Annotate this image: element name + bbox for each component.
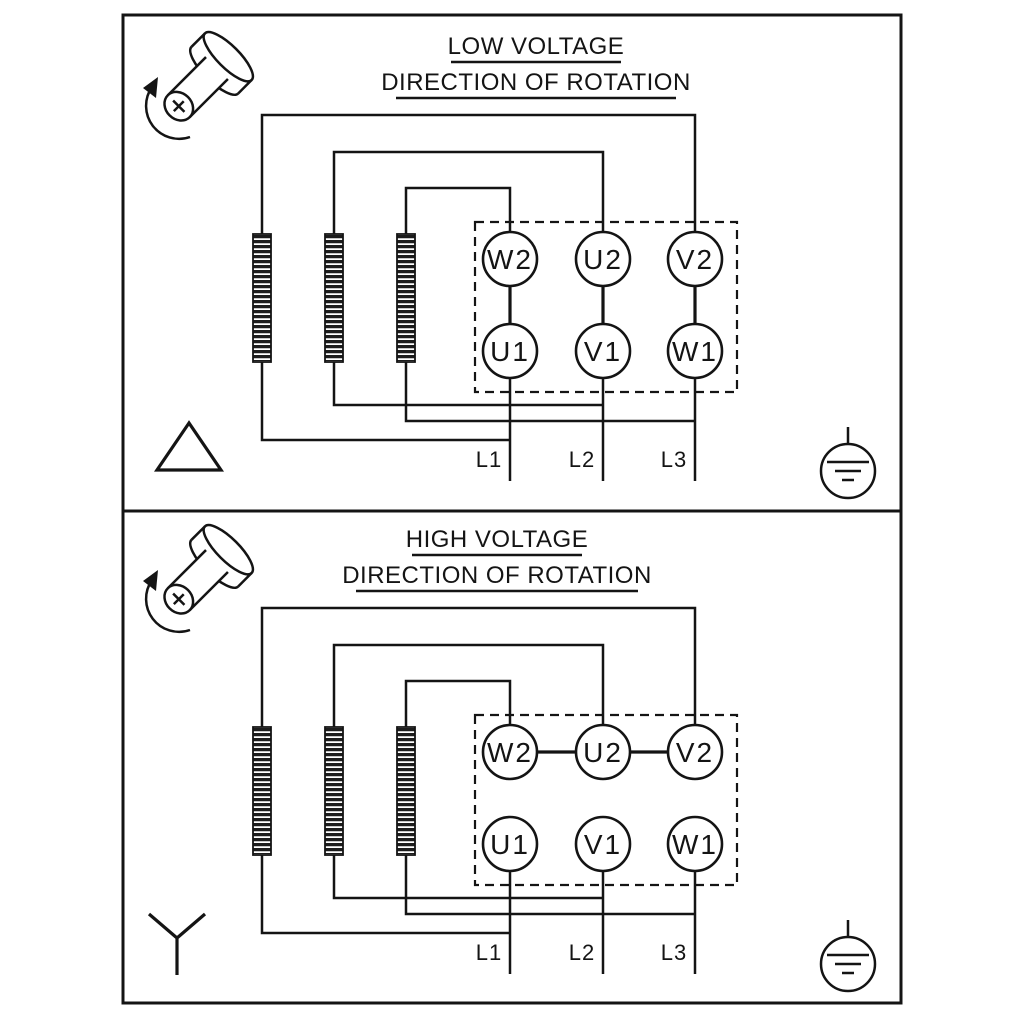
terminal-v2 — [666, 723, 724, 781]
panel-low-voltage: LOW VOLTAGE DIRECTION OF ROTATION W2 U2 … — [141, 24, 877, 500]
terminal-label: V1 — [584, 829, 622, 860]
terminal-u2 — [574, 723, 632, 781]
winding-coil — [325, 727, 343, 855]
terminal-label: V2 — [676, 737, 714, 768]
terminal-label: U1 — [490, 829, 530, 860]
shaft-rotation-icon — [141, 24, 261, 141]
panel-subtitle: DIRECTION OF ROTATION — [381, 69, 691, 96]
winding-coil — [325, 234, 343, 362]
terminal-v2 — [666, 230, 724, 288]
winding-coil — [253, 727, 271, 855]
terminal-box — [473, 220, 739, 394]
lead-label-l1: L1 — [476, 940, 502, 965]
terminal-w2 — [481, 230, 539, 288]
panel-title: LOW VOLTAGE — [448, 33, 625, 60]
terminal-box — [473, 713, 739, 887]
panel-subtitle: DIRECTION OF ROTATION — [342, 562, 652, 589]
panel-title: HIGH VOLTAGE — [406, 526, 588, 553]
winding-coil — [253, 234, 271, 362]
terminal-label: W2 — [487, 737, 533, 768]
terminal-v1 — [574, 815, 632, 873]
winding-wire-3 — [404, 679, 695, 916]
star-connection-icon — [147, 912, 207, 975]
terminal-u1 — [481, 815, 539, 873]
winding-wire-2 — [332, 643, 605, 900]
winding-coil — [397, 727, 415, 855]
winding-wire-3 — [404, 186, 695, 423]
terminal-label: W1 — [672, 829, 718, 860]
winding-wire-1 — [260, 113, 697, 442]
lead-label-l3: L3 — [661, 940, 687, 965]
terminal-w2 — [481, 723, 539, 781]
lead-label-l1: L1 — [476, 447, 502, 472]
terminal-u1 — [481, 322, 539, 380]
terminal-label: U1 — [490, 336, 530, 367]
winding-coil — [397, 234, 415, 362]
terminal-u2 — [574, 230, 632, 288]
terminal-label: U2 — [583, 244, 623, 275]
terminal-label: W2 — [487, 244, 533, 275]
earth-ground-icon — [819, 918, 877, 993]
shaft-rotation-icon — [141, 517, 261, 634]
terminal-label: U2 — [583, 737, 623, 768]
earth-ground-icon — [819, 425, 877, 500]
lead-label-l2: L2 — [569, 940, 595, 965]
terminal-w1 — [666, 322, 724, 380]
delta-connection-icon — [153, 420, 225, 472]
terminal-label: V1 — [584, 336, 622, 367]
terminal-label: V2 — [676, 244, 714, 275]
winding-wire-2 — [332, 150, 605, 407]
terminal-label: W1 — [672, 336, 718, 367]
figure-border — [121, 13, 903, 1005]
lead-label-l3: L3 — [661, 447, 687, 472]
winding-wire-1 — [260, 606, 697, 935]
panel-high-voltage: HIGH VOLTAGE DIRECTION OF ROTATION W2 U2… — [141, 517, 877, 993]
lead-label-l2: L2 — [569, 447, 595, 472]
terminal-w1 — [666, 815, 724, 873]
terminal-v1 — [574, 322, 632, 380]
